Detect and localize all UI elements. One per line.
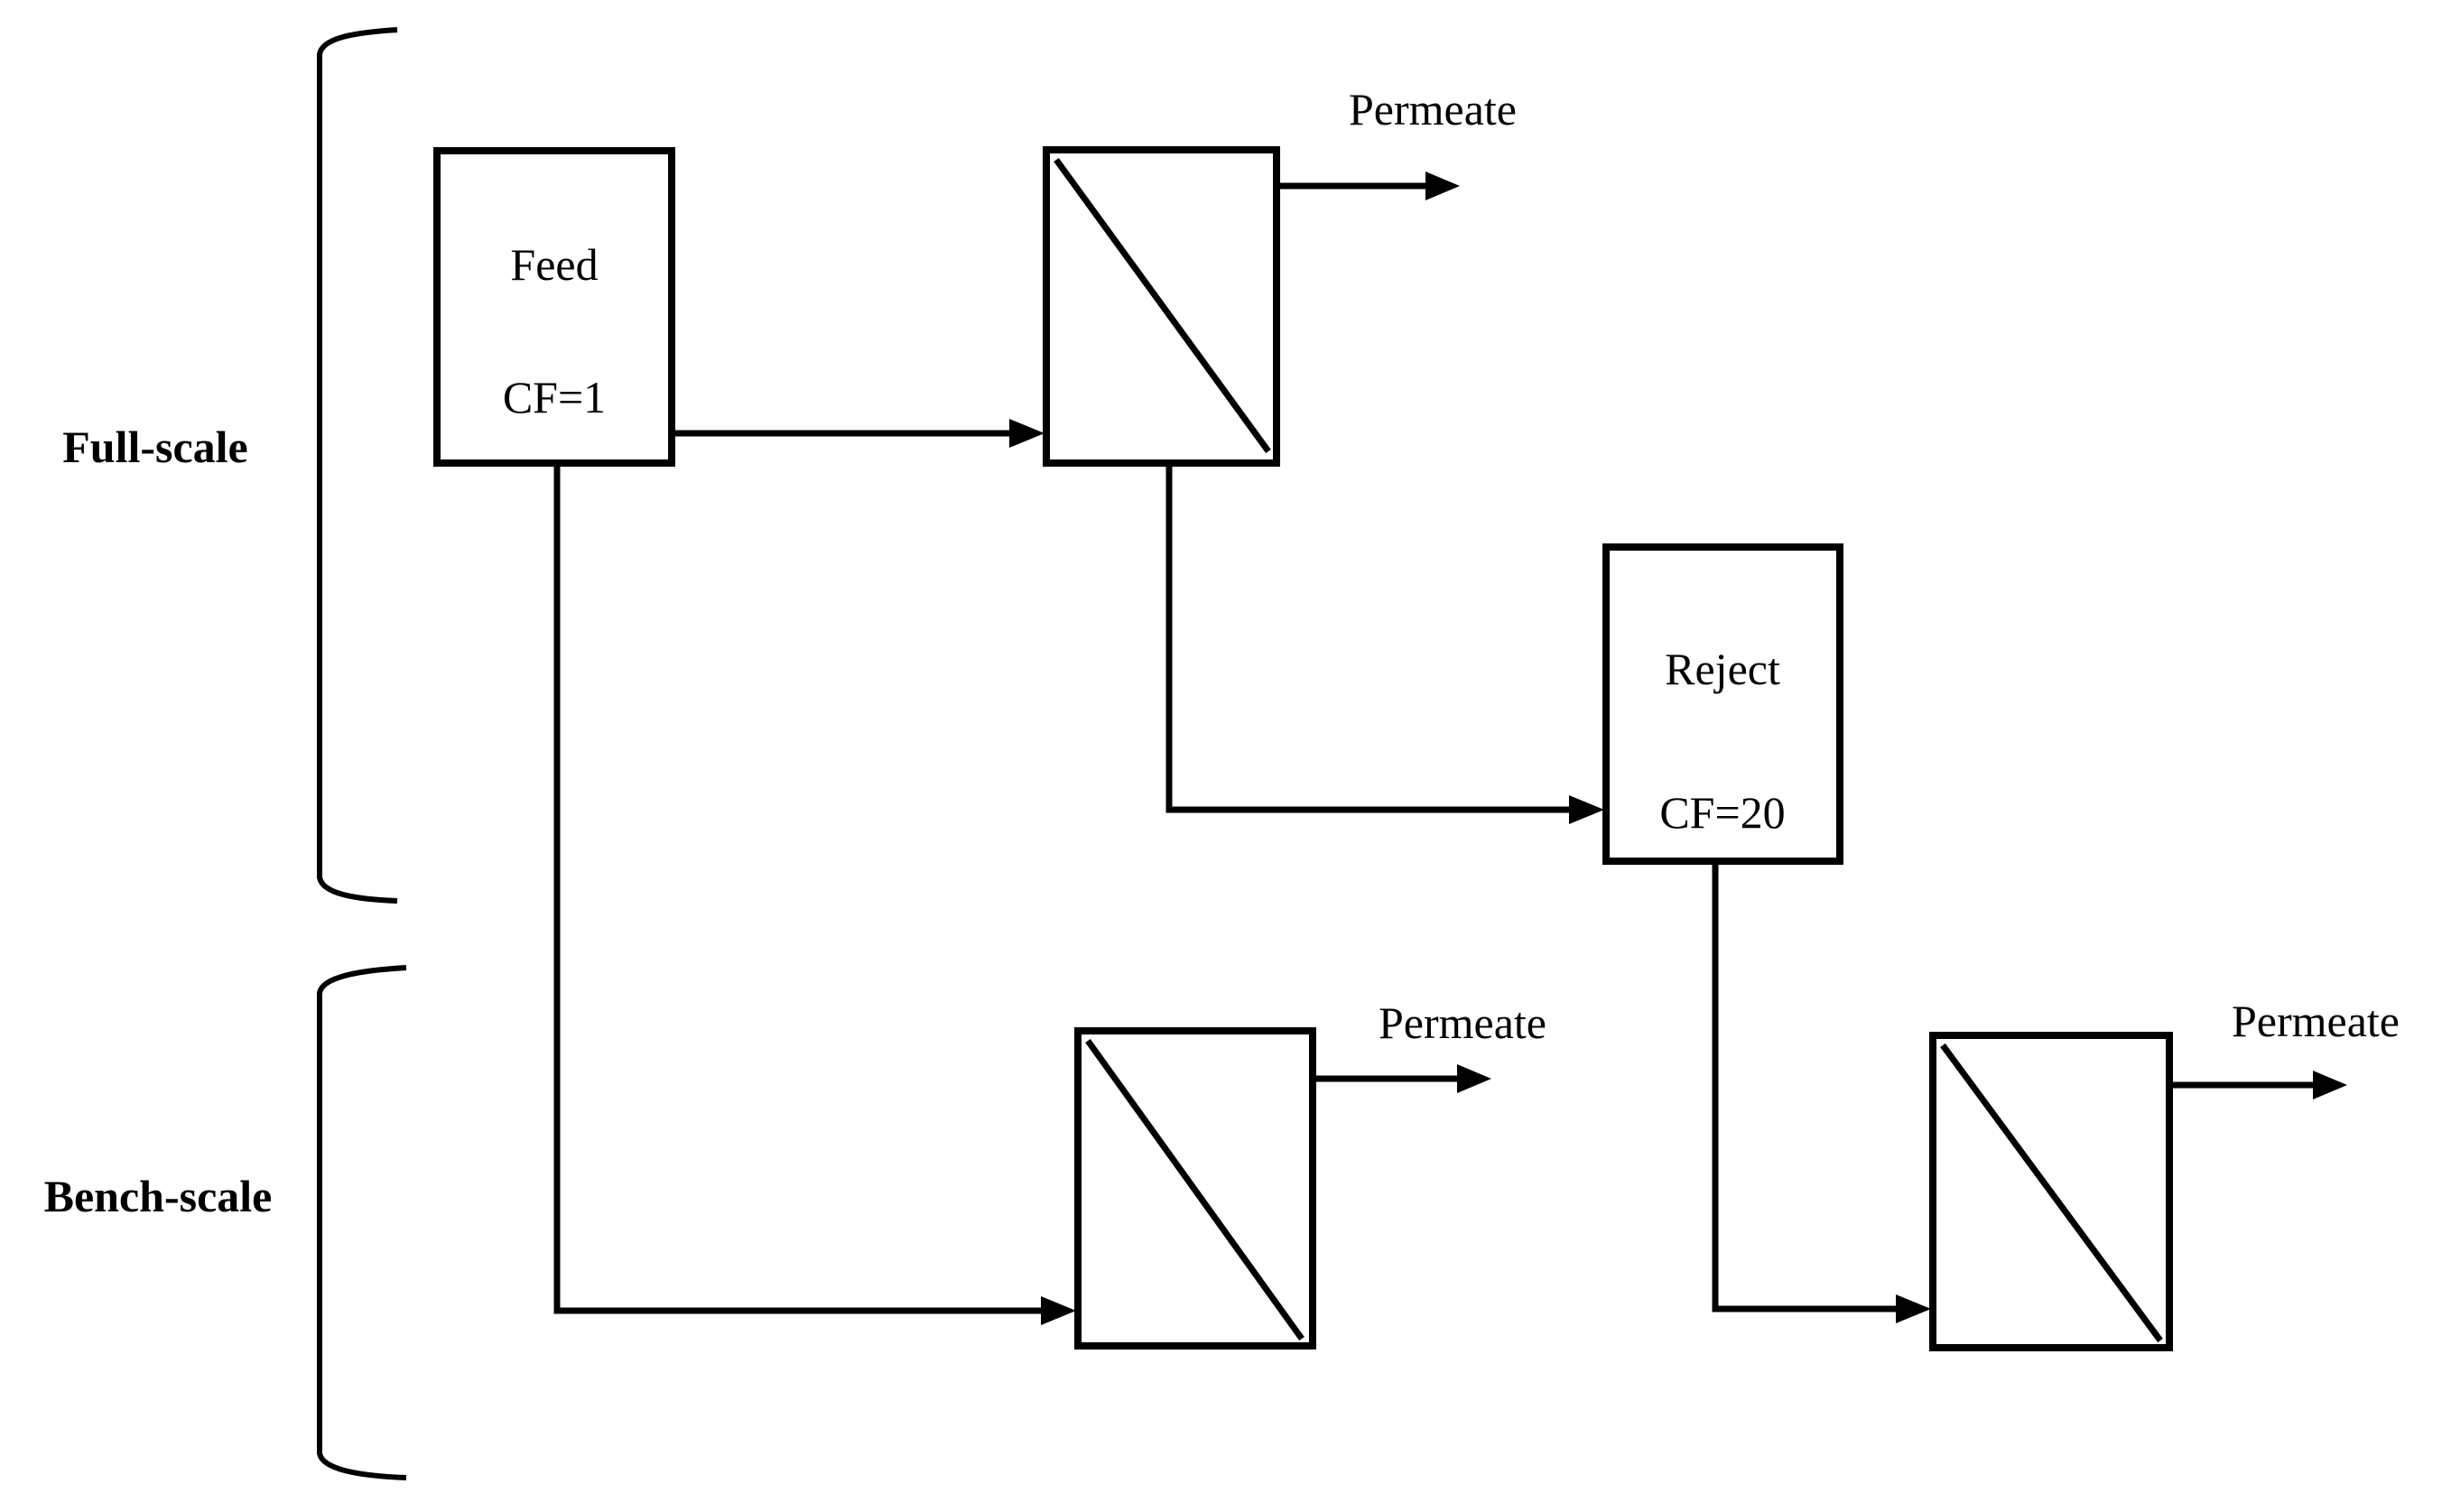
feed-to-membrane-arrow xyxy=(675,419,1045,448)
reject-box-rect xyxy=(1602,543,1843,865)
membrane-bench-2-diagonal xyxy=(1940,1043,2163,1343)
feed-box-cf-value: CF=1 xyxy=(503,372,606,422)
bench-scale-label: Bench-scale xyxy=(44,1171,273,1221)
membrane-to-reject-arrowhead xyxy=(1569,795,1604,824)
membrane-bench-1-diagonal xyxy=(1085,1038,1305,1341)
feed-to-bench-membrane-arrowhead xyxy=(1041,1296,1076,1325)
membrane-unit-bench-1 xyxy=(1074,1027,1316,1350)
permeate-arrow-bench-2 xyxy=(2169,1071,2347,1099)
membrane-unit-bench-2 xyxy=(1929,1032,2173,1351)
permeate-arrow-full-scale xyxy=(1278,172,1460,200)
reject-box: Reject CF=20 xyxy=(1602,543,1843,865)
feed-to-bench-membrane-arrow xyxy=(553,463,1076,1325)
feed-to-bench-membrane-line xyxy=(553,463,1043,1314)
permeate-bench-2-arrowhead xyxy=(2313,1071,2347,1099)
full-scale-section: Full-scale Feed CF=1 Permea xyxy=(62,27,1843,904)
reject-to-bench-membrane-line xyxy=(1712,861,1898,1313)
membrane-to-reject-arrow xyxy=(1165,463,1604,824)
reject-box-cf-value: CF=20 xyxy=(1659,787,1785,838)
feed-box-rect xyxy=(433,147,675,467)
full-scale-label: Full-scale xyxy=(62,422,248,472)
reject-to-bench-membrane-arrow xyxy=(1712,861,1931,1323)
reject-to-bench-membrane-arrowhead xyxy=(1896,1294,1931,1323)
membrane-unit-full-scale xyxy=(1043,146,1280,467)
feed-box-title: Feed xyxy=(510,239,598,290)
membrane-to-reject-line xyxy=(1165,463,1571,813)
membrane-full-diagonal xyxy=(1054,157,1271,454)
permeate-full-arrowhead xyxy=(1425,172,1460,200)
bench-scale-bracket xyxy=(317,965,407,1480)
permeate-arrow-bench-1 xyxy=(1314,1064,1491,1093)
permeate-bench-1-arrowhead xyxy=(1457,1064,1491,1093)
permeate-label-bench-2: Permeate xyxy=(2232,996,2400,1046)
bench-scale-section: Bench-scale Permeate xyxy=(44,463,2400,1480)
full-scale-bracket xyxy=(317,27,398,904)
permeate-label-bench-1: Permeate xyxy=(1379,997,1546,1048)
reject-box-title: Reject xyxy=(1665,644,1780,694)
feed-box: Feed CF=1 xyxy=(433,147,675,467)
permeate-label-full-scale: Permeate xyxy=(1349,84,1517,135)
feed-to-membrane-arrowhead xyxy=(1009,419,1045,448)
